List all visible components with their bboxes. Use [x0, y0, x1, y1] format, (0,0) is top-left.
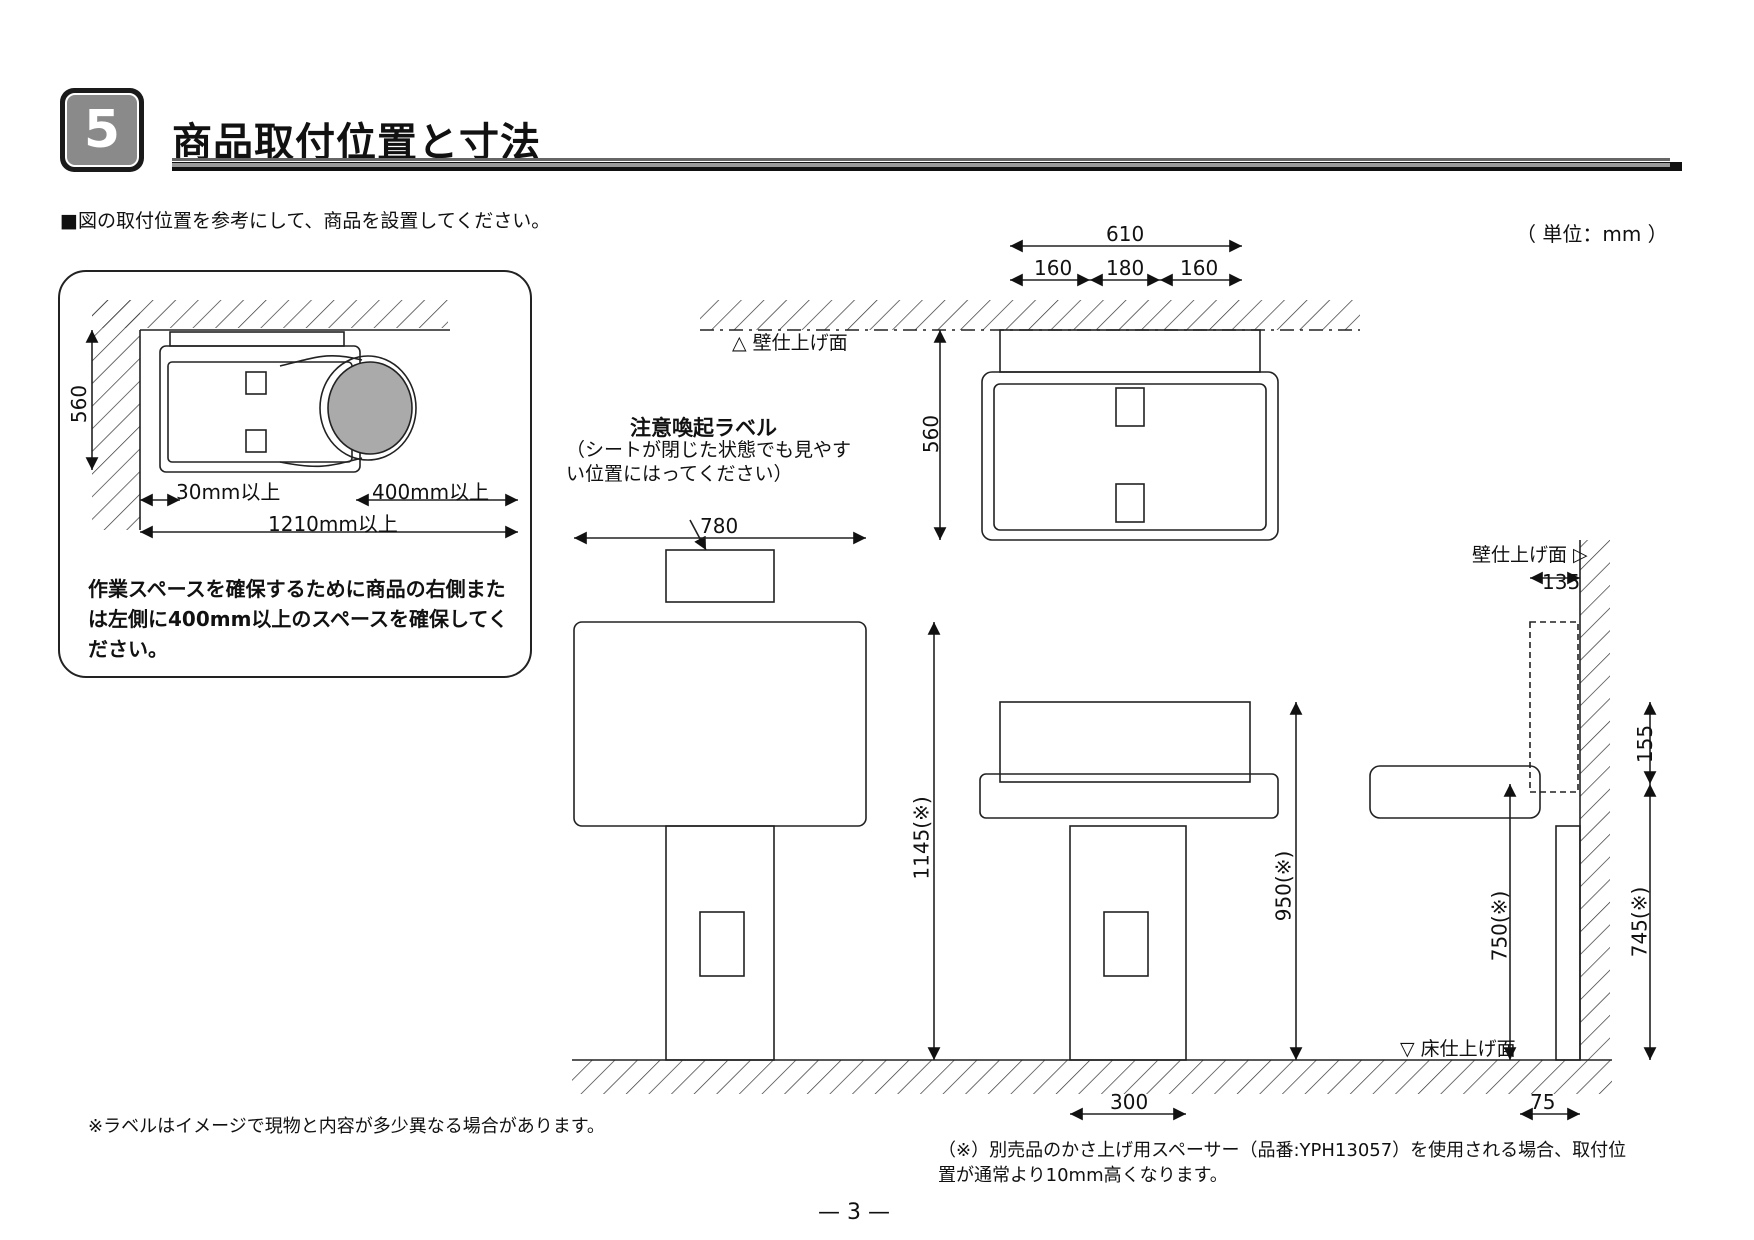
unit-label: （ 単位：mm ） — [1516, 222, 1668, 246]
top-dim-total: 610 — [1106, 222, 1145, 246]
side-dim-75: 75 — [1530, 1090, 1556, 1114]
side-dim-depth: 135 — [1542, 570, 1581, 594]
workspace-note: 作業スペースを確保するために商品の右側または左側に400mm以上のスペースを確保… — [88, 577, 508, 661]
open-dim-base: 300 — [1110, 1090, 1149, 1114]
plan-dim-depth: 560 — [67, 384, 92, 424]
front-dim-width: 780 — [700, 514, 739, 538]
front-dim-height: 1145(※) — [909, 796, 934, 880]
open-view — [979, 701, 1303, 1121]
side-dim-745: 745(※) — [1627, 886, 1652, 958]
label-footnote: ※ラベルはイメージで現物と内容が多少異なる場合があります。 — [88, 1116, 605, 1137]
title-underline-mid — [172, 163, 1670, 167]
intro-text: ■図の取付位置を参考にして、商品を設置してください。 — [60, 210, 551, 232]
side-floor-label: ▽ 床仕上げ面 — [1400, 1038, 1516, 1060]
side-view — [1369, 540, 1657, 1121]
top-dim-a: 160 — [1034, 256, 1073, 280]
section-number: 5 — [65, 93, 139, 167]
title-underline-top — [172, 158, 1670, 161]
front-view — [573, 519, 941, 1061]
caution-label-title: 注意喚起ラベル — [630, 416, 777, 440]
top-dim-depth: 560 — [919, 414, 944, 454]
top-dim-b: 180 — [1106, 256, 1145, 280]
side-wall-label: 壁仕上げ面 ▷ — [1472, 544, 1588, 566]
side-dim-155: 155 — [1633, 724, 1658, 764]
top-view — [700, 239, 1360, 541]
plan-view — [85, 300, 518, 539]
open-dim-height: 950(※) — [1271, 850, 1296, 922]
top-dim-c: 160 — [1180, 256, 1219, 280]
top-wall-label: △ 壁仕上げ面 — [732, 332, 848, 354]
section-number-badge: 5 — [60, 88, 144, 172]
spacer-footnote: （※）別売品のかさ上げ用スペーサー（品番:YPH13057）を使用される場合、取… — [938, 1140, 1627, 1186]
caution-label-text: （シートが閉じた状態でも見やすい位置にはってください） — [566, 439, 852, 485]
plan-dim-total: 1210mm以上 — [268, 512, 398, 536]
side-dim-750: 750(※) — [1487, 890, 1512, 962]
plan-dim-right: 400mm以上 — [372, 480, 490, 504]
page-number: — 3 — — [818, 1200, 890, 1225]
plan-dim-left: 30mm以上 — [176, 480, 281, 504]
floor-hatch — [572, 1060, 1612, 1094]
workspace-panel — [58, 270, 532, 678]
